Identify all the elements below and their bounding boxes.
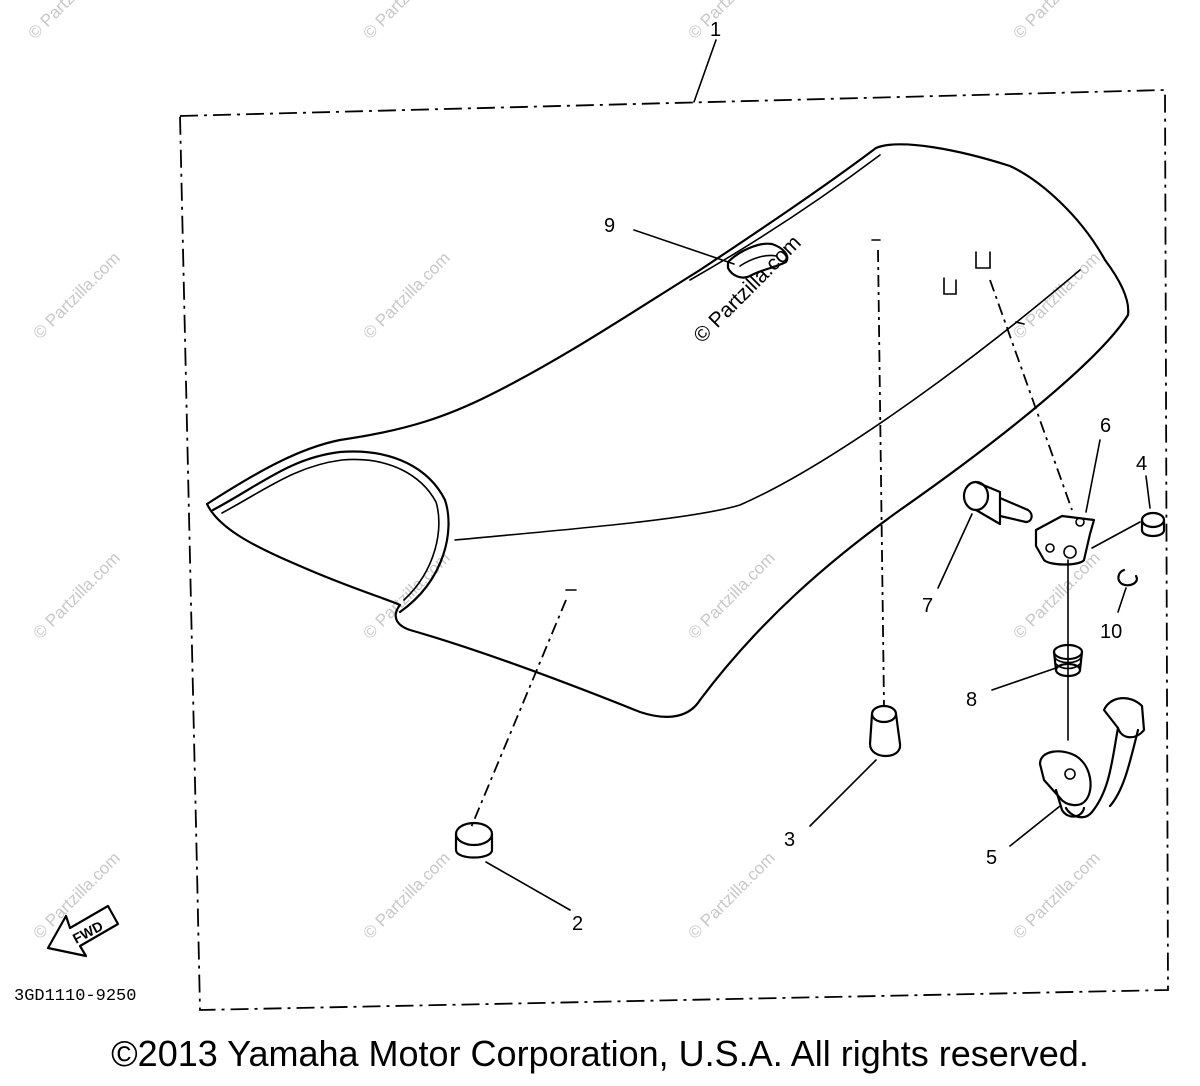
watermark: © Partzilla.com [1009, 248, 1103, 342]
seat-front-rim [211, 450, 450, 614]
spring-part-8 [1052, 643, 1084, 678]
callout-10: 10 [1100, 621, 1122, 643]
seat-side-seam [454, 269, 1081, 541]
seat-illustration [205, 143, 1130, 718]
clip-part-10 [1117, 568, 1138, 587]
seat-ridge [689, 154, 881, 281]
leader-line [1117, 587, 1127, 613]
bracket-part-6 [1034, 514, 1096, 566]
callout-8: 8 [966, 689, 977, 711]
leader-line [1145, 475, 1151, 509]
assembly-line-damper-3 [877, 249, 885, 706]
drawing-code: 3GD1110-9250 [14, 987, 136, 1006]
callout-4: 4 [1136, 453, 1147, 475]
damper-part-3 [868, 704, 902, 757]
watermark: © Partzilla.com [24, 0, 118, 43]
leader-line [809, 759, 877, 827]
seat-lock-part-5 [1038, 697, 1146, 819]
watermark: © Partzilla.com [1009, 548, 1103, 642]
leader-line [1085, 439, 1101, 513]
leader-line [485, 861, 571, 911]
watermark: © Partzilla.com [684, 548, 778, 642]
seat-outline [205, 143, 1130, 718]
watermark: © Partzilla.com [1009, 0, 1103, 43]
pin-bolt-part-7 [962, 480, 1033, 526]
watermark: © Partzilla.com [29, 548, 123, 642]
assembly-line-bracket [989, 279, 1073, 511]
watermark: © Partzilla.com [684, 848, 778, 942]
seat-front-rim-inner [221, 458, 440, 601]
callout-1: 1 [710, 19, 721, 41]
callout-3: 3 [784, 829, 795, 851]
callout-9: 9 [604, 215, 615, 237]
watermark-layer: © Partzilla.com © Partzilla.com © Partzi… [24, 0, 1103, 943]
watermark: © Partzilla.com [359, 0, 453, 43]
seat-strap-hook [726, 242, 789, 279]
assembly-line-grommet [1091, 521, 1141, 549]
leader-line [633, 229, 735, 265]
assembly-boundary [179, 89, 1169, 1011]
leader-line [991, 667, 1057, 691]
callout-5: 5 [986, 847, 997, 869]
seat-strap-hook-slot [739, 254, 777, 267]
mounting-hole-mark [565, 239, 1025, 591]
grommet-part-4 [1140, 511, 1166, 538]
watermark: © Partzilla.com [359, 248, 453, 342]
callout-7: 7 [922, 595, 933, 617]
callout-2: 2 [572, 913, 583, 935]
watermark: © Partzilla.com [684, 0, 778, 43]
assembly-line-damper-2 [469, 599, 567, 831]
copyright-notice: ©2013 Yamaha Motor Corporation, U.S.A. A… [111, 1033, 1089, 1074]
watermark: © Partzilla.com [1009, 848, 1103, 942]
watermark: © Partzilla.com [359, 848, 453, 942]
leader-line [937, 513, 973, 589]
leader-line [1009, 805, 1061, 847]
leader-line [693, 39, 717, 103]
callout-6: 6 [1100, 415, 1111, 437]
watermark: © Partzilla.com [29, 248, 123, 342]
damper-part-2 [454, 821, 494, 859]
